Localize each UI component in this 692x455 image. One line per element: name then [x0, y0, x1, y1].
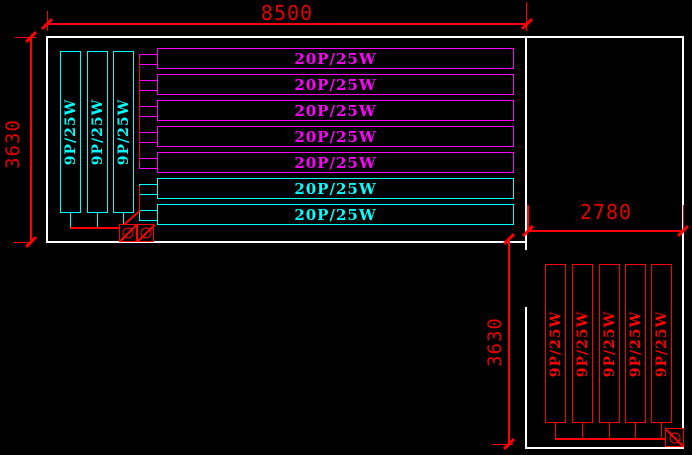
fixture-label: 9P/25W — [547, 310, 564, 377]
dimension-line — [30, 37, 32, 243]
fixture-bar-horizontal[interactable]: 20P/25W — [157, 204, 514, 225]
extension-line — [492, 443, 513, 445]
fixture-label: 9P/25W — [653, 310, 670, 377]
fixture-bar-vertical[interactable]: 9P/25W — [599, 264, 620, 423]
wall-main-bottom[interactable] — [46, 241, 527, 243]
circuit-wire — [138, 186, 140, 211]
fixture-connector-tab — [139, 183, 158, 195]
fixture-label: 9P/25W — [62, 98, 79, 166]
extension-line — [682, 205, 684, 231]
circle-slash-icon — [140, 227, 151, 239]
fixture-label: 9P/25W — [89, 98, 106, 166]
wall-top[interactable] — [46, 36, 684, 38]
circle-slash-icon — [122, 227, 134, 239]
fixture-bar-vertical[interactable]: 9P/25W — [545, 264, 566, 423]
wall-shared-lower[interactable] — [525, 307, 527, 449]
fixture-bar-horizontal[interactable]: 20P/25W — [157, 48, 514, 69]
fixture-bar-vertical[interactable]: 9P/25W — [572, 264, 593, 423]
fixture-bar-vertical[interactable]: 9P/25W — [651, 264, 672, 423]
fixture-label: 9P/25W — [627, 310, 644, 377]
fixture-drop-wire — [581, 422, 584, 439]
fixture-connector-tab — [139, 131, 158, 143]
fixture-connector-tab — [139, 53, 158, 65]
fixture-bar-vertical[interactable]: 9P/25W — [87, 51, 108, 213]
fixture-drop-wire — [96, 212, 98, 228]
fixture-label: 20P/25W — [294, 153, 377, 172]
extension-line — [15, 36, 36, 38]
fixture-bar-horizontal[interactable]: 20P/25W — [157, 74, 514, 95]
switch-symbol[interactable] — [118, 223, 138, 243]
extension-line — [14, 241, 31, 243]
fixture-label: 20P/25W — [294, 49, 377, 68]
dimension-text: 3630 — [484, 317, 506, 367]
fixture-label: 9P/25W — [115, 98, 132, 166]
dimension-text: 3630 — [2, 119, 24, 169]
fixture-connector-tab — [139, 209, 158, 221]
fixture-drop-wire — [660, 422, 663, 439]
circle-slash-icon — [669, 432, 680, 443]
fixture-bar-horizontal[interactable]: 20P/25W — [157, 100, 514, 121]
wall-shared-upper[interactable] — [525, 36, 527, 250]
fixture-label: 20P/25W — [294, 179, 377, 198]
circuit-wire — [555, 438, 667, 440]
dimension-text: 2780 — [579, 200, 633, 224]
extension-line — [527, 205, 529, 231]
wall-right-room-bottom[interactable] — [525, 447, 684, 449]
fixture-drop-wire — [634, 422, 637, 439]
fixture-drop-wire — [608, 422, 611, 439]
switch-symbol[interactable] — [665, 428, 684, 447]
fixture-drop-wire — [554, 422, 557, 439]
dimension-line — [508, 238, 510, 445]
fixture-label: 9P/25W — [574, 310, 591, 377]
fixture-label: 20P/25W — [294, 75, 377, 94]
fixture-connector-tab — [139, 105, 158, 117]
fixture-bar-vertical[interactable]: 9P/25W — [60, 51, 81, 213]
fixture-drop-wire — [69, 212, 71, 228]
fixture-bar-horizontal[interactable]: 20P/25W — [157, 178, 514, 199]
fixture-bar-vertical[interactable]: 9P/25W — [625, 264, 646, 423]
fixture-label: 9P/25W — [601, 310, 618, 377]
fixture-bar-horizontal[interactable]: 20P/25W — [157, 126, 514, 147]
extension-line — [525, 2, 527, 31]
circuit-wire — [138, 58, 140, 162]
switch-symbol[interactable] — [136, 223, 155, 243]
fixture-drop-wire — [122, 212, 124, 228]
fixture-connector-tab — [139, 79, 158, 91]
fixture-bar-horizontal[interactable]: 20P/25W — [157, 152, 514, 173]
fixture-connector-tab — [139, 157, 158, 169]
dimension-line — [47, 23, 527, 25]
fixture-label: 20P/25W — [294, 205, 377, 224]
fixture-label: 20P/25W — [294, 101, 377, 120]
dimension-line — [527, 230, 684, 232]
fixture-label: 20P/25W — [294, 127, 377, 146]
fixture-bar-vertical[interactable]: 9P/25W — [113, 51, 134, 213]
circuit-wire — [70, 227, 120, 229]
wall-main-left[interactable] — [46, 36, 48, 243]
wall-right[interactable] — [682, 36, 684, 449]
dimension-text: 8500 — [260, 1, 314, 25]
